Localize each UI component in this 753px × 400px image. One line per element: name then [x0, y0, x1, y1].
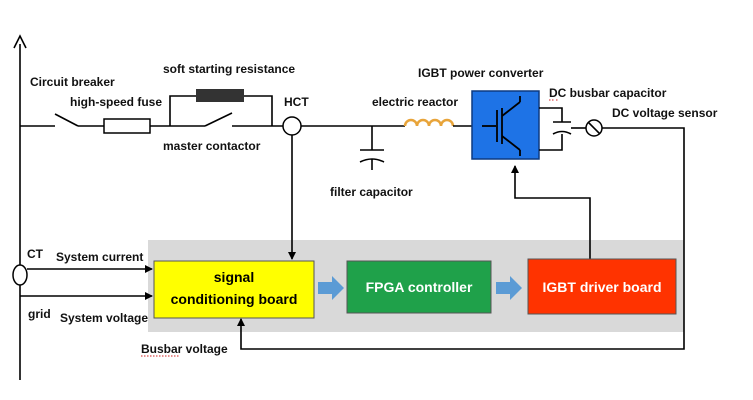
label-grid: grid: [28, 307, 51, 321]
label-busbar-voltage: Busbar voltage: [141, 342, 228, 356]
soft-starting-resistor-icon: [196, 89, 244, 102]
master-contactor-switch: [204, 112, 233, 127]
signal-conditioning-label-line1: signal: [214, 269, 254, 285]
ct-sensor-icon: [12, 264, 28, 286]
electric-reactor-coil-icon: [403, 118, 455, 127]
label-electric-reactor: electric reactor: [372, 95, 458, 109]
fpga-controller-block: [346, 260, 492, 314]
label-master-contactor: master contactor: [163, 139, 261, 153]
label-system-voltage: System voltage: [60, 311, 148, 325]
dc-voltage-sensor-mark: [587, 121, 601, 135]
grid-bus-arrowhead: [13, 34, 27, 49]
flow-arrow-fpga-to-driver: [496, 276, 522, 300]
igbt-transistor-icon: [482, 96, 521, 156]
igbt-driver-board-label: IGBT driver board: [542, 279, 661, 295]
dc-busbar-capacitor-plate-b: [552, 130, 572, 135]
igbt-power-converter-block: [471, 90, 540, 160]
label-igbt-power-converter: IGBT power converter: [418, 66, 544, 80]
fpga-controller-label: FPGA controller: [366, 279, 473, 295]
label-high-speed-fuse: high-speed fuse: [70, 95, 162, 109]
signal-conditioning-board: [153, 260, 315, 319]
busbar-voltage-wire: [237, 127, 685, 350]
flow-arrow-signal-to-fpga: [318, 276, 344, 300]
dc-bus-top-wire: [539, 107, 563, 122]
circuit-breaker-switch: [54, 113, 79, 127]
label-dc-busbar-capacitor: DC busbar capacitor: [549, 86, 667, 100]
dc-bus-bottom-wire: [539, 134, 563, 151]
label-soft-starting-resistance: soft starting resistance: [163, 62, 295, 76]
label-system-current: System current: [56, 250, 143, 264]
high-speed-fuse-icon: [103, 118, 151, 134]
label-dc-voltage-sensor: DC voltage sensor: [612, 106, 718, 120]
label-filter-capacitor: filter capacitor: [330, 185, 413, 199]
label-hct: HCT: [284, 95, 309, 109]
driver-to-converter-wire: [511, 165, 591, 259]
hct-sensor-icon: [282, 116, 302, 136]
igbt-driver-board-block: [527, 258, 677, 315]
label-ct: CT: [27, 247, 44, 261]
label-circuit-breaker: Circuit breaker: [30, 75, 115, 89]
signal-conditioning-label-line2: conditioning board: [171, 291, 298, 307]
